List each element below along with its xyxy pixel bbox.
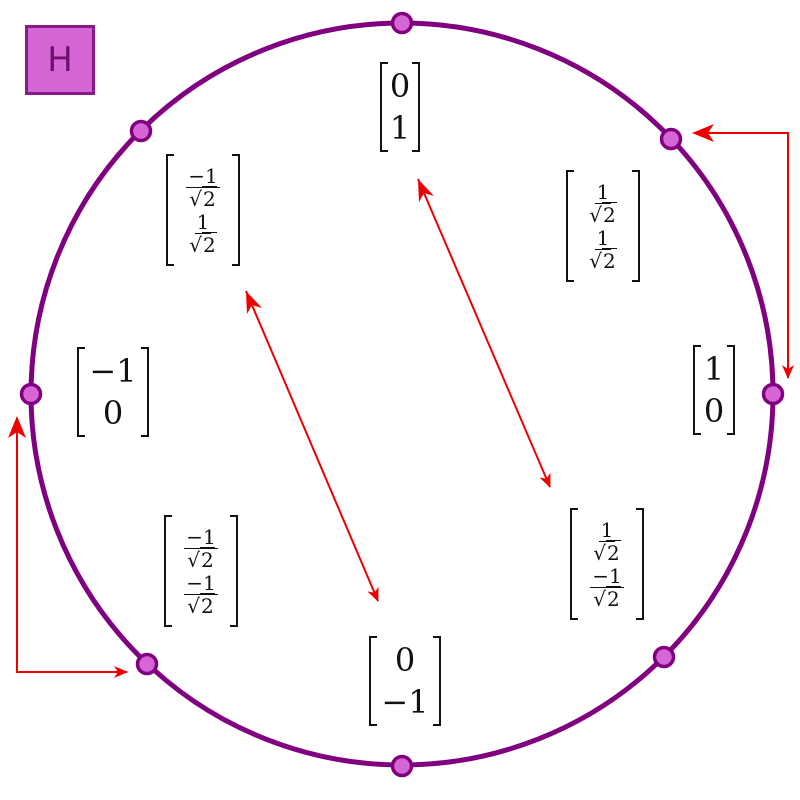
node-bottom (390, 754, 414, 778)
vector-entry: 0 (703, 392, 725, 430)
vector-entry: −1 (89, 352, 137, 390)
arrow-head-top-diag (418, 179, 434, 202)
arrow-head-upper-left-diag (246, 291, 262, 314)
arrow-left-to-lower-left (16, 418, 128, 678)
state-top-vector: 0 1 (380, 62, 420, 152)
hadamard-gate-box: H (25, 25, 95, 95)
vector-entry: 1 (389, 109, 411, 147)
vector-entry: −1 √2 (590, 563, 624, 611)
vector-entry: 0 (389, 67, 411, 105)
arrow-head-left (8, 416, 26, 438)
node-right (761, 382, 785, 406)
arrow-head-upper-right (692, 124, 714, 142)
vector-entry: −1 √2 (184, 524, 218, 572)
vector-entry: 0 (394, 641, 416, 679)
state-upper-right-vector: 1 √2 1 √2 (566, 170, 640, 282)
vector-entry: −1 (381, 683, 429, 721)
arrow-upper-left-to-bottom (245, 290, 379, 602)
vector-entry: −1 √2 (184, 570, 218, 618)
state-lower-left-vector: −1 √2 −1 √2 (164, 515, 238, 627)
vector-entry: 1 √2 (593, 517, 621, 565)
state-left-vector: −1 0 (77, 347, 149, 437)
state-bottom-vector: 0 −1 (369, 636, 441, 726)
vector-entry: 1 √2 (189, 209, 217, 257)
arrow-top-to-lower-right (417, 178, 551, 488)
state-lower-right-vector: 1 √2 −1 √2 (570, 508, 644, 620)
vector-entry: 0 (102, 394, 124, 432)
vector-entry: 1 √2 (589, 179, 617, 227)
gate-label: H (47, 40, 73, 80)
state-upper-left-vector: −1 √2 1 √2 (166, 154, 240, 266)
vector-entry: 1 √2 (589, 225, 617, 273)
node-top (390, 11, 414, 35)
state-right-vector: 1 0 (693, 345, 735, 435)
node-upper-left (129, 119, 153, 143)
node-lower-left (135, 652, 159, 676)
node-lower-right (652, 645, 676, 669)
arrow-upper-right-to-right (694, 132, 794, 379)
node-left (19, 382, 43, 406)
vector-entry: 1 (703, 350, 725, 388)
vector-entry: −1 √2 (186, 163, 220, 211)
node-upper-right (659, 127, 683, 151)
